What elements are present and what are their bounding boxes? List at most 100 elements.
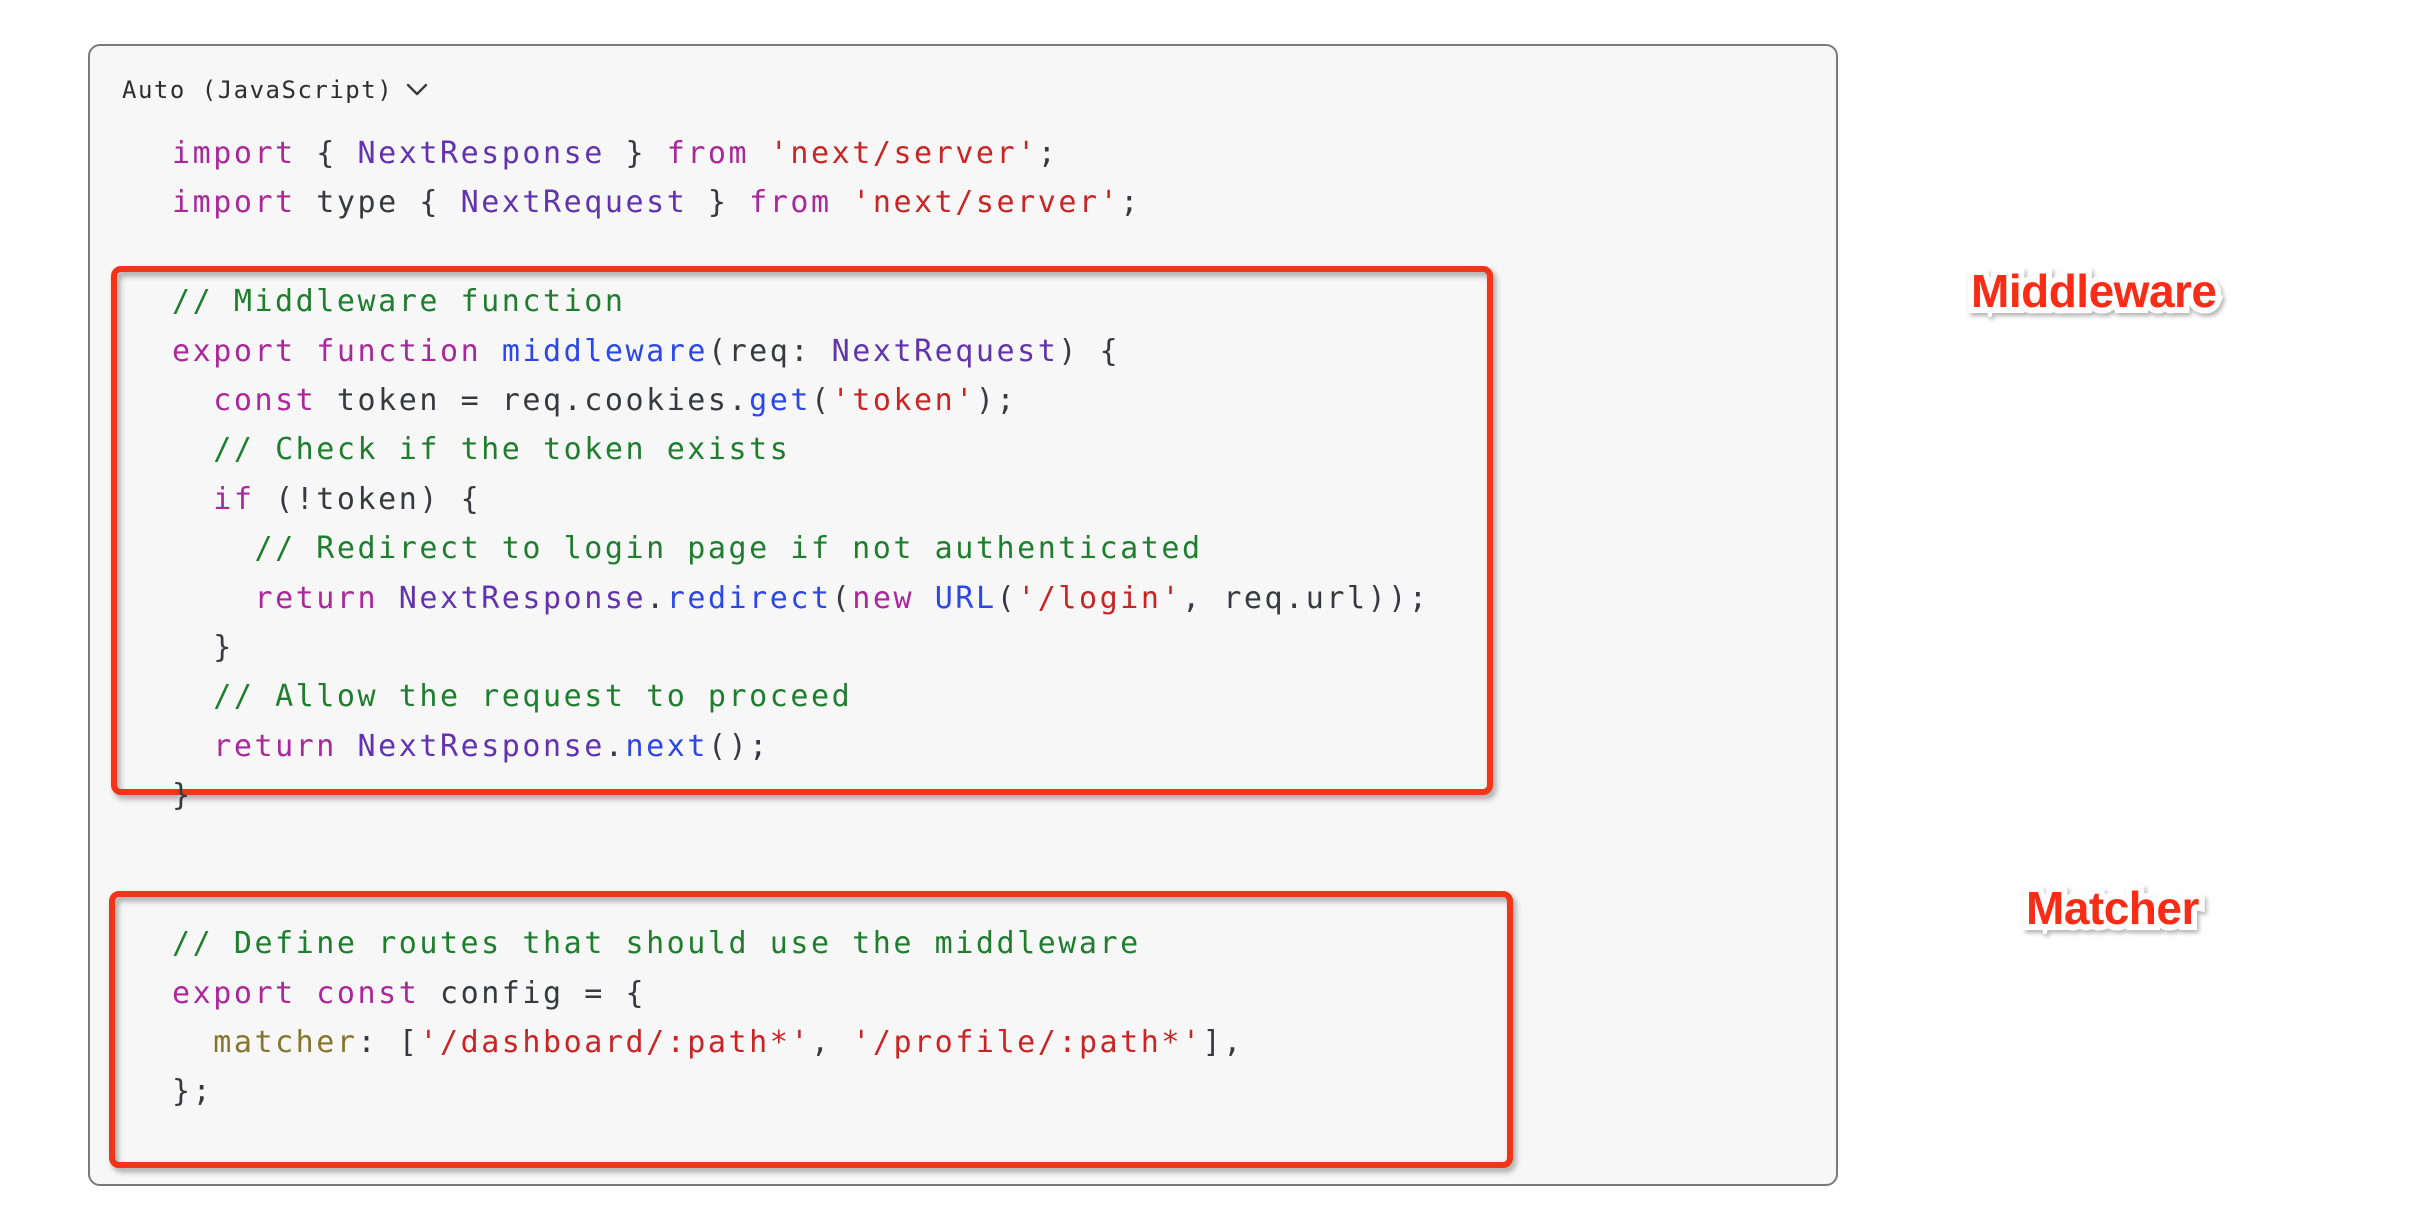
code-line: // Redirect to login page if not authent… — [172, 524, 1429, 573]
code-token: return — [213, 728, 337, 764]
code-token: (req: — [707, 333, 832, 369]
code-token — [172, 531, 254, 566]
code-token: }; — [172, 1074, 214, 1110]
language-selector-label: Auto (JavaScript) — [122, 76, 394, 104]
code-line: if (!token) { — [172, 475, 1429, 524]
code-token: } — [604, 136, 667, 171]
code-line: // Define routes that should use the mid… — [172, 919, 1429, 968]
middleware-label: Middleware Middleware — [1965, 259, 2223, 323]
code-token: new — [852, 580, 915, 616]
code-token — [296, 334, 317, 369]
code-token: matcher — [213, 1025, 358, 1061]
code-token: function — [316, 333, 482, 369]
code-token: from — [749, 185, 832, 221]
code-token: , — [810, 1025, 853, 1061]
code-token — [172, 679, 213, 714]
code-token: '/dashboard/:path*' — [419, 1025, 811, 1061]
code-token: . — [604, 728, 626, 764]
code-token: if — [213, 481, 255, 517]
code-line: import { NextResponse } from 'next/serve… — [172, 129, 1429, 178]
code-line: import type { NextRequest } from 'next/s… — [172, 178, 1429, 227]
code-token — [749, 136, 770, 171]
code-token — [832, 185, 853, 220]
code-token: redirect — [666, 580, 832, 616]
code-token: import — [172, 136, 296, 171]
code-token: // Allow the request to proceed — [213, 679, 853, 715]
code-token: // Define routes that should use the mid… — [172, 926, 1141, 962]
code-token — [481, 334, 502, 369]
code-token: { — [295, 136, 358, 171]
code-token — [296, 976, 317, 1011]
code-token: ); — [975, 382, 1018, 418]
code-token — [172, 729, 213, 764]
code-token: 'next/server' — [852, 185, 1121, 221]
code-token: token = req.cookies. — [316, 382, 750, 418]
code-panel: Auto (JavaScript) import { NextResponse … — [88, 44, 1838, 1186]
code-token: next — [625, 728, 708, 764]
code-token: ( — [810, 382, 832, 418]
code-token: export — [172, 333, 296, 369]
code-token: from — [666, 136, 750, 171]
code-token: '/profile/:path*' — [852, 1025, 1203, 1061]
code-token: NextResponse — [357, 728, 605, 764]
matcher-label-outline: Matcher — [2020, 876, 2205, 940]
code-token: const — [213, 382, 317, 418]
code-token: ( — [831, 580, 853, 616]
code-line: // Check if the token exists — [172, 425, 1429, 474]
code-token: } — [172, 629, 234, 665]
code-token: (); — [707, 728, 770, 764]
code-token: ( — [996, 580, 1018, 616]
language-selector[interactable]: Auto (JavaScript) — [122, 76, 429, 104]
code-token: , req.url)); — [1182, 580, 1430, 616]
code-token — [172, 482, 213, 517]
code-token: '/login' — [1017, 580, 1183, 616]
code-line: // Allow the request to proceed — [172, 672, 1429, 721]
middleware-label-outline: Middleware — [1965, 259, 2223, 323]
code-token — [337, 729, 358, 764]
code-line: const token = req.cookies.get('token'); — [172, 376, 1429, 425]
code-line: return NextResponse.redirect(new URL('/l… — [172, 574, 1429, 623]
matcher-label: Matcher Matcher — [2020, 876, 2205, 940]
code-token: config = { — [419, 975, 647, 1011]
code-line: export const config = { — [172, 969, 1429, 1018]
code-line — [172, 228, 1429, 277]
code-token: ; — [1037, 136, 1059, 171]
code-token: } — [172, 778, 193, 814]
code-token: // Middleware function — [172, 284, 626, 320]
code-token: NextResponse — [357, 136, 605, 171]
code-line: } — [172, 771, 1429, 820]
code-token: import — [172, 185, 296, 221]
code-token: 'next/server' — [769, 136, 1038, 171]
code-token: // Check if the token exists — [213, 432, 791, 468]
code-token: middleware — [501, 333, 708, 369]
code-token: ], — [1202, 1025, 1244, 1061]
code-token: : [ — [357, 1025, 420, 1061]
middleware-label-text: Middleware — [1971, 265, 2217, 317]
code-token: 'token' — [831, 382, 976, 418]
code-token: URL — [934, 580, 997, 616]
code-token: export — [172, 975, 296, 1011]
code-token: ) { — [1058, 333, 1121, 369]
code-token — [172, 432, 213, 467]
code-line: // Middleware function — [172, 277, 1429, 326]
code-token: NextResponse — [398, 580, 647, 616]
code-token: . — [646, 580, 667, 616]
code-token: const — [316, 975, 420, 1011]
code-token — [172, 383, 213, 418]
code-token: ; — [1120, 185, 1141, 221]
code-token: type { — [295, 185, 461, 221]
code-line: return NextResponse.next(); — [172, 722, 1429, 771]
code-line: }; — [172, 1067, 1429, 1116]
chevron-down-icon — [405, 82, 429, 102]
code-token: // Redirect to login page if not authent… — [254, 531, 1203, 567]
code-token — [378, 581, 399, 616]
matcher-label-text: Matcher — [2026, 882, 2199, 934]
code-line: export function middleware(req: NextRequ… — [172, 327, 1429, 376]
code-token: NextRequest — [460, 185, 688, 221]
code-line — [172, 820, 1429, 869]
code-block: import { NextResponse } from 'next/serve… — [172, 129, 1429, 1117]
code-token: } — [687, 185, 750, 221]
code-token: NextRequest — [831, 333, 1059, 369]
code-line — [172, 870, 1429, 919]
